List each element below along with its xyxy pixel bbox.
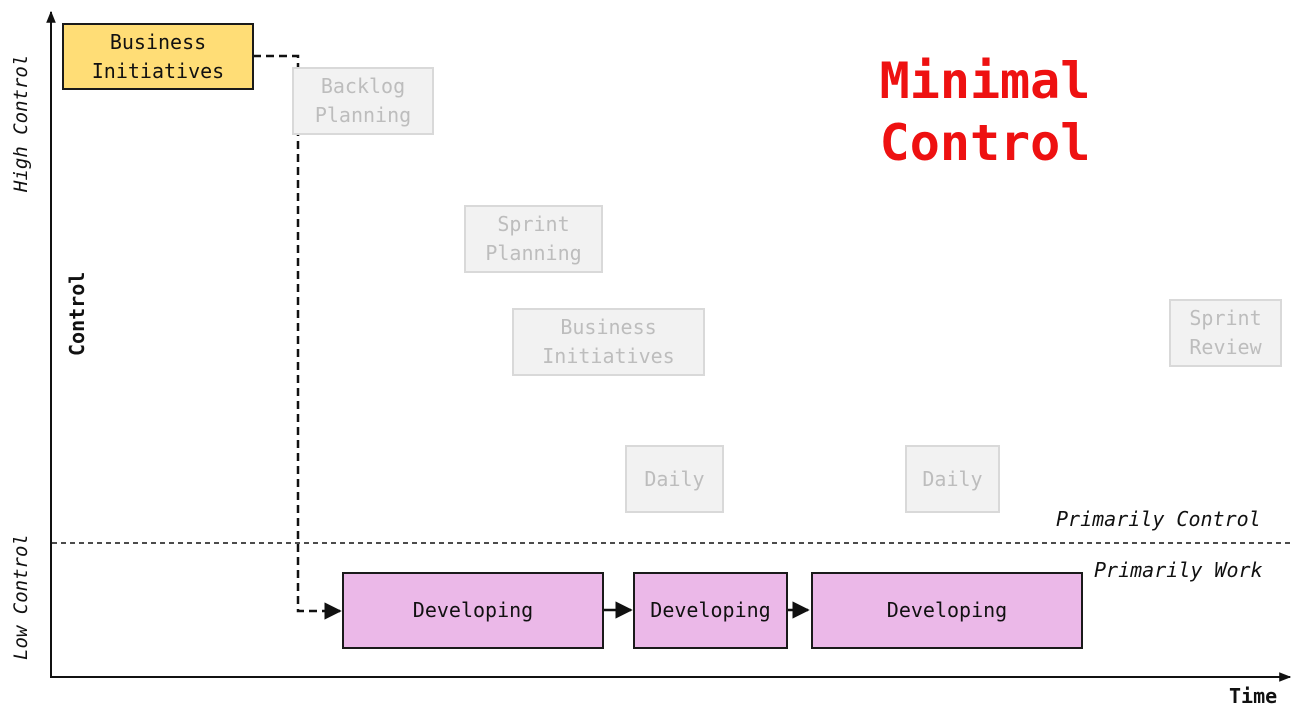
title-line-2: Control [879,114,1091,172]
x-axis-title: Time [1229,684,1278,708]
zone-label-primarily-control: Primarily Control [1056,507,1261,531]
developing-box-3: Developing [811,572,1083,649]
developing-box-2: Developing [633,572,788,649]
business-initiatives-box: Business Initiatives [62,23,254,90]
sprint-review-box: Sprint Review [1169,299,1282,367]
developing-box-1: Developing [342,572,604,649]
backlog-planning-box: Backlog Planning [292,67,434,135]
y-axis-low-label: Low Control [10,534,32,660]
dashed-flow-arrow [253,54,342,620]
title-line-1: Minimal [879,52,1091,110]
daily-box-1: Daily [625,445,724,513]
business-initiatives-ghost-box: Business Initiatives [512,308,705,376]
zone-label-primarily-work: Primarily Work [1094,558,1263,582]
diagram-title: Minimal Control [840,50,1130,174]
y-axis-high-label: High Control [10,54,32,192]
daily-box-2: Daily [905,445,1000,513]
sprint-planning-box: Sprint Planning [464,205,603,273]
y-axis-title: Control [65,271,89,356]
